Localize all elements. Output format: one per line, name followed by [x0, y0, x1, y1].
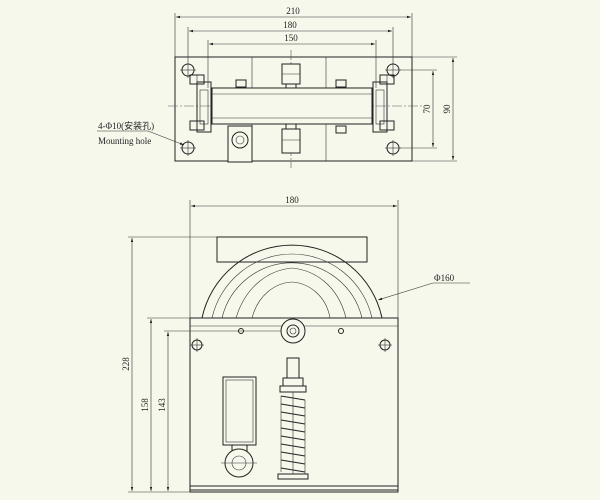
front-view: 180 Φ160 228 158 143 [121, 195, 470, 493]
dim-text-228: 228 [121, 357, 131, 371]
top-base-plate [174, 56, 413, 162]
mounting-note-en: Mounting hole [98, 136, 151, 146]
dim-text-210: 210 [286, 6, 300, 16]
top-view: 210 180 150 70 90 4-Φ10(安装孔) Mounting ho… [97, 6, 457, 168]
axle-hub [280, 318, 306, 344]
mounting-hole [180, 62, 196, 78]
compression-spring [280, 395, 306, 474]
frame-hole [378, 338, 392, 352]
dim-text-158: 158 [140, 398, 150, 412]
limit-switch-top [227, 125, 253, 163]
bracket-bolt [379, 74, 395, 131]
mounting-hole [385, 62, 401, 78]
mounting-hole [180, 140, 196, 156]
bracket-bolt [189, 74, 205, 131]
dim-text-90: 90 [442, 104, 452, 114]
dim-text-wheel-diameter: Φ160 [434, 273, 455, 283]
mounting-hole-leader [147, 130, 185, 146]
dim-text-150: 150 [284, 33, 298, 43]
dim-text-70: 70 [422, 104, 432, 114]
limit-switch [221, 376, 257, 478]
dim-text-180-top: 180 [283, 20, 297, 30]
wheel [201, 244, 383, 319]
mounting-hole [385, 140, 401, 156]
wheel-diameter-leader [377, 282, 434, 301]
frame-plate [189, 317, 399, 491]
dim-text-180-front: 180 [285, 195, 299, 205]
mounting-note-cn: 4-Φ10(安装孔) [98, 120, 154, 131]
center-bolt-bottom [281, 123, 301, 154]
base-plate [189, 485, 399, 493]
shaft-housing [211, 87, 373, 125]
center-bolt-top [281, 63, 301, 89]
frame-hole [190, 338, 204, 352]
wheel-guard [216, 236, 368, 263]
dim-text-143: 143 [157, 398, 167, 412]
